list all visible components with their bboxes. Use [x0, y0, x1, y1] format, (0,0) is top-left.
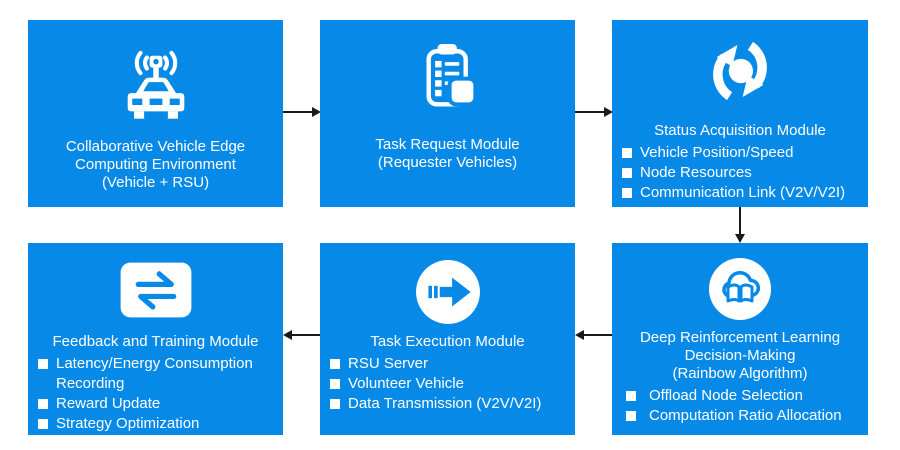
bullet-text: Computation Ratio Allocation — [649, 407, 842, 424]
square-bullet-icon — [622, 188, 632, 198]
transfer-arrows-icon — [119, 261, 193, 319]
bullet-item: Offload Node Selection — [626, 386, 860, 406]
square-bullet-icon — [622, 148, 632, 158]
square-bullet-icon — [330, 359, 340, 369]
square-bullet-icon — [38, 419, 48, 429]
box-title: Feedback and Training Module — [28, 333, 283, 351]
box-title: Task Request Module (Requester Vehicles) — [320, 136, 575, 172]
bullet-text: Offload Node Selection — [649, 387, 803, 404]
box-title-line: Feedback and Training Module — [52, 333, 259, 350]
square-bullet-icon — [38, 399, 48, 409]
box-title-line: Deep Reinforcement Learning — [639, 329, 841, 346]
cloud-learning-icon — [708, 257, 772, 321]
task-checklist-icon — [415, 40, 481, 114]
bullet-text: Data Transmission (V2V/V2I) — [348, 395, 542, 412]
box-title-line: Decision-Making — [684, 347, 796, 364]
box-title-line: Collaborative Vehicle Edge — [65, 138, 246, 155]
bullet-item: Volunteer Vehicle — [330, 374, 567, 394]
bullet-text: Volunteer Vehicle — [348, 375, 464, 392]
box-task-execution: Task Execution Module RSU Server Volunte… — [320, 243, 575, 435]
bullet-item: Vehicle Position/Speed — [622, 143, 860, 163]
box-title: Task Execution Module — [320, 333, 575, 351]
box-environment: Collaborative Vehicle Edge Computing Env… — [28, 20, 283, 207]
box-title-line: Status Acquisition Module — [654, 122, 826, 139]
bullet-item: Strategy Optimization — [38, 414, 275, 434]
box-title-line: (Requester Vehicles) — [377, 154, 518, 171]
box-title-line: Task Request Module — [375, 136, 520, 153]
bullet-list: RSU Server Volunteer Vehicle Data Transm… — [320, 354, 575, 414]
bullet-list: Offload Node Selection Computation Ratio… — [612, 386, 868, 426]
box-title-line: (Rainbow Algorithm) — [672, 365, 808, 382]
square-bullet-icon — [626, 391, 636, 401]
bullet-item: Reward Update — [38, 394, 275, 414]
bullet-text: Latency/Energy Consumption Recording — [56, 355, 253, 392]
square-bullet-icon — [38, 359, 48, 369]
box-title-line: Computing Environment — [75, 156, 236, 173]
bullet-item: Computation Ratio Allocation — [626, 406, 860, 426]
square-bullet-icon — [330, 399, 340, 409]
square-bullet-icon — [330, 379, 340, 389]
box-title-line: (Vehicle + RSU) — [101, 174, 210, 191]
box-title: Deep Reinforcement Learning Decision-Mak… — [612, 329, 868, 383]
connected-car-icon — [110, 42, 202, 126]
bullet-item: Node Resources — [622, 163, 860, 183]
bullet-list: Latency/Energy Consumption Recording Rew… — [28, 354, 283, 434]
box-status-acquisition: Status Acquisition Module Vehicle Positi… — [612, 20, 868, 207]
bullet-list: Vehicle Position/Speed Node Resources Co… — [612, 143, 868, 203]
box-drl-decision: Deep Reinforcement Learning Decision-Mak… — [612, 243, 868, 435]
sync-arrows-icon — [701, 36, 779, 106]
box-title-line: Task Execution Module — [370, 333, 525, 350]
square-bullet-icon — [622, 168, 632, 178]
bullet-item: Communication Link (V2V/V2I) — [622, 183, 860, 203]
bullet-item: Data Transmission (V2V/V2I) — [330, 394, 567, 414]
square-bullet-icon — [626, 411, 636, 421]
bullet-text: RSU Server — [348, 355, 429, 372]
box-task-request: Task Request Module (Requester Vehicles) — [320, 20, 575, 207]
box-feedback-training: Feedback and Training Module Latency/Ene… — [28, 243, 283, 435]
bullet-text: Vehicle Position/Speed — [640, 144, 794, 161]
bullet-text: Node Resources — [640, 164, 752, 181]
box-title: Collaborative Vehicle Edge Computing Env… — [28, 138, 283, 192]
bullet-text: Reward Update — [56, 395, 161, 412]
bullet-text: Communication Link (V2V/V2I) — [640, 184, 846, 201]
box-title: Status Acquisition Module — [612, 122, 868, 140]
bullet-text: Strategy Optimization — [56, 415, 200, 432]
bullet-item: RSU Server — [330, 354, 567, 374]
forward-arrow-icon — [415, 259, 481, 325]
bullet-item: Latency/Energy Consumption Recording — [38, 354, 275, 394]
